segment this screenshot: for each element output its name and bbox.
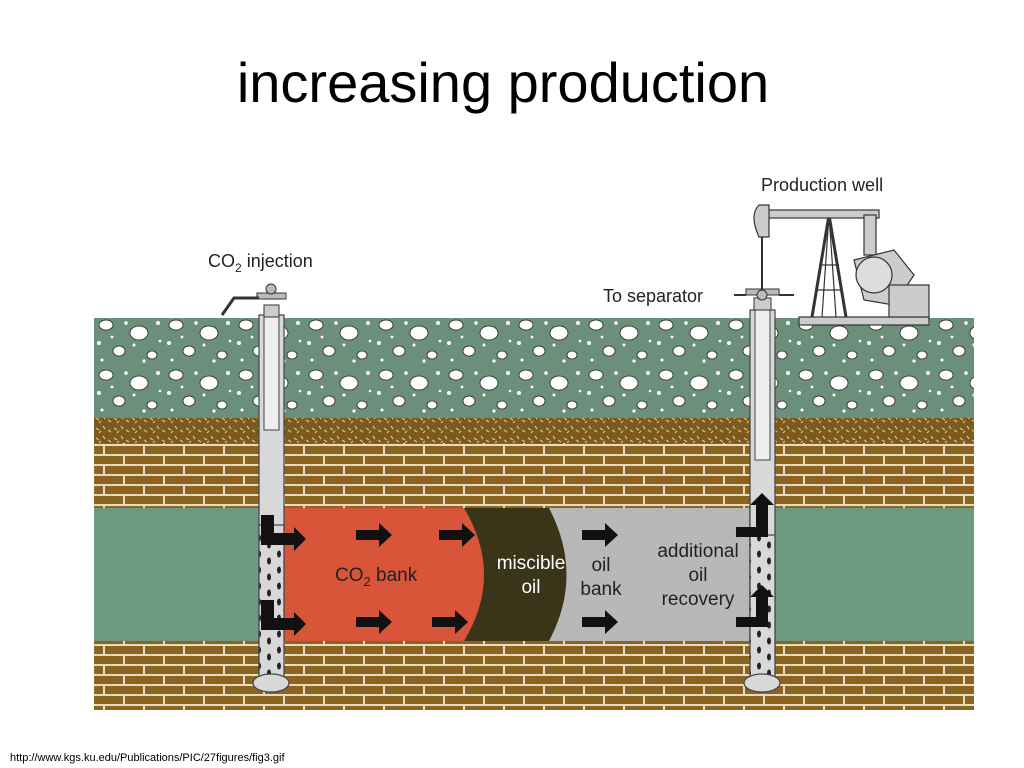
flow-arrows — [261, 493, 774, 636]
miscible-oil-label-1: miscible — [497, 553, 566, 574]
additional-recovery-label-1: additional — [657, 541, 738, 562]
arrow-produce-upper — [736, 493, 774, 537]
slide-title: increasing production — [236, 51, 770, 114]
miscible-oil-label-2: oil — [521, 577, 540, 598]
gravel-layer — [94, 318, 974, 418]
arrow-5 — [582, 523, 618, 547]
arrow-2 — [439, 523, 475, 547]
diagram-svg: Production well CO2 injection To separat… — [94, 175, 974, 710]
production-well-label: Production well — [761, 175, 883, 195]
source-url[interactable]: http://www.kgs.ku.edu/Publications/PIC/2… — [10, 752, 285, 764]
oil-bank-label-2: bank — [580, 579, 622, 600]
arrow-inject-lower — [261, 600, 306, 636]
co2-injection-label: CO2 injection — [208, 251, 313, 275]
soil-layer — [94, 418, 974, 443]
co2-bank-zone — [284, 508, 484, 641]
co2-bank-label: CO2 bank — [335, 565, 418, 589]
arrow-6 — [582, 610, 618, 634]
to-separator-label: To separator — [603, 286, 703, 306]
lower-caprock-layer — [94, 641, 974, 710]
arrow-produce-lower — [736, 585, 774, 627]
miscible-oil-zone — [464, 508, 567, 641]
arrow-1 — [356, 523, 392, 547]
pump-jack — [753, 204, 930, 326]
additional-recovery-label-3: recovery — [662, 589, 735, 610]
arrow-4 — [432, 610, 468, 634]
arrow-3 — [356, 610, 392, 634]
oil-bank-label-1: oil — [591, 555, 610, 576]
additional-recovery-label-2: oil — [688, 565, 707, 586]
upper-caprock-layer — [94, 443, 974, 508]
arrow-inject-upper — [261, 515, 306, 551]
co2-flood-diagram: Production well CO2 injection To separat… — [94, 165, 974, 710]
